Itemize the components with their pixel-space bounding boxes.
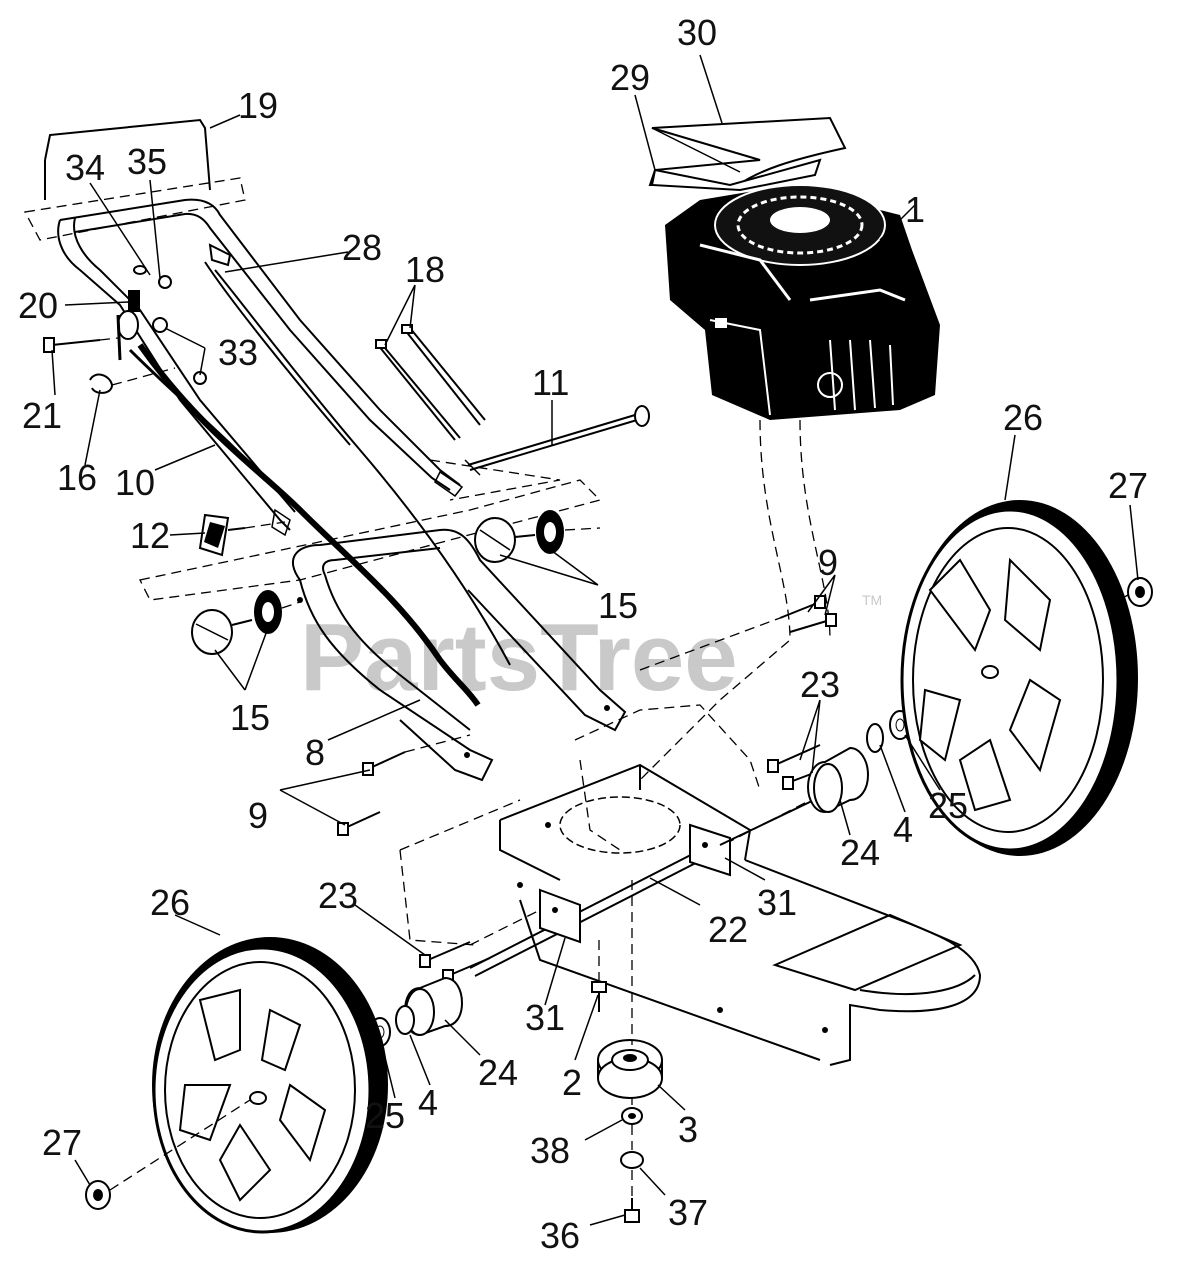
watermark-trademark: TM [862,592,882,608]
label-part-4-left: 4 [418,1082,438,1123]
deck-dashed-top [574,704,761,791]
upper-handle-right [59,198,461,486]
label-part-26-left: 26 [150,882,190,923]
label-part-26-right: 26 [1003,397,1043,438]
handle-end-right [434,470,464,498]
bracket-31-right [689,823,731,877]
mower-deck [499,763,982,1066]
label-part-36: 36 [540,1215,580,1256]
cable-end [208,243,232,267]
hub-cap-right [1109,577,1153,607]
handle-knob-left [191,590,301,655]
label-part-8: 8 [305,732,325,773]
label-part-33: 33 [218,332,258,373]
label-part-19: 19 [238,85,278,126]
label-part-15-right: 15 [598,585,638,626]
air-filter-cover [648,116,847,192]
label-part-20: 20 [18,285,58,326]
engine [665,184,940,420]
handle-top-dashed [23,177,246,241]
upper-handle-left-inner [73,217,296,513]
label-part-38: 38 [530,1130,570,1171]
label-part-28: 28 [342,227,382,268]
bolts-9-left [337,734,471,836]
label-part-15-left: 15 [230,697,270,738]
mid-handle-dashed-2 [429,459,561,501]
label-part-25-left: 25 [365,1095,405,1136]
bolt-36 [624,1198,640,1223]
label-part-29: 29 [610,57,650,98]
wheel-left [152,937,388,1234]
label-part-23-right: 23 [800,664,840,705]
wheel-right [900,500,1138,856]
bolts-23-left [419,941,491,983]
mid-handle-dashed [139,479,602,601]
label-part-31-left: 31 [525,997,565,1038]
bolt-2 [591,981,607,1012]
label-part-3: 3 [678,1109,698,1150]
bolt-21-axis [99,337,119,341]
label-part-34: 34 [65,147,105,188]
label-part-24-left: 24 [478,1052,518,1093]
clip-16-axis [111,367,176,386]
bolt-21-head [43,337,55,353]
deck-dashed-mid [579,759,621,851]
label-part-35: 35 [127,141,167,182]
upper-handle-right-inner [74,212,451,491]
engine-shaft-line [639,419,791,781]
throttle-control [116,265,207,385]
label-part-37: 37 [668,1192,708,1233]
label-part-23-left: 23 [318,875,358,916]
label-part-27-left: 27 [42,1122,82,1163]
label-part-11: 11 [532,362,569,403]
lower-handle-left [299,579,494,782]
label-part-1: 1 [905,189,925,230]
clip-16 [89,373,114,394]
label-part-25-right: 25 [928,785,968,826]
label-part-2: 2 [562,1062,582,1103]
watermark-text: PartsTree [300,604,738,711]
leader-lines [51,54,1139,1226]
hub-cap-left [85,1099,251,1210]
label-part-21: 21 [22,395,62,436]
control-cable [214,269,511,666]
axle-22 [469,839,721,969]
bolt-21 [51,339,101,346]
bracket-31-left [539,888,581,944]
label-part-27-right: 27 [1108,465,1148,506]
label-part-31-right: 31 [757,882,797,923]
label-part-9-left: 9 [248,795,268,836]
label-part-4-right: 4 [893,809,913,850]
handle-knob-right [474,510,601,563]
label-part-12: 12 [130,515,170,556]
label-part-18: 18 [405,249,445,290]
handle-end-left [271,508,291,537]
label-part-9-right: 9 [818,542,838,583]
label-part-10: 10 [115,462,155,503]
lock-washer-37 [620,1151,644,1169]
pulley-3 [597,1039,663,1099]
control-cable-2 [204,261,351,446]
bail-handle [44,118,211,191]
label-part-22: 22 [708,909,748,950]
knob-12 [198,513,286,557]
label-part-16: 16 [57,457,97,498]
label-part-24-right: 24 [840,832,880,873]
deck-dashed-left [399,799,561,946]
lower-handle-right [291,528,627,732]
label-part-30: 30 [677,12,717,53]
